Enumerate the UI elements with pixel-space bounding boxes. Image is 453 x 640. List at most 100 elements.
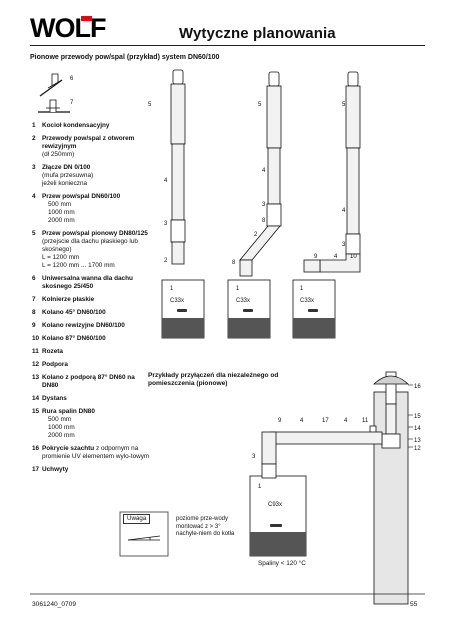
svg-text:2: 2 <box>254 232 258 238</box>
wolf-logo: WOLF <box>30 14 107 42</box>
legend-number: 9 <box>32 322 36 329</box>
svg-text:15: 15 <box>414 414 421 420</box>
legend-text: Przewody pow/spal z otworem rewizyjnym(d… <box>42 135 135 158</box>
legend-number: 13 <box>32 374 40 381</box>
legend-text: Pokrycie szachtu z odpornym na promienie… <box>42 445 150 460</box>
legend-text: Dystans <box>42 395 67 402</box>
roof-sketch-flat <box>38 99 70 113</box>
document-number: 3061240_0709 <box>32 601 77 608</box>
legend-item: 5 Przew pow/spal pionowy DN80/125(przejsc… <box>32 230 150 270</box>
page-title: Wytyczne planowania <box>179 25 336 42</box>
legend-text: Podpora <box>42 361 68 368</box>
legend-number: 17 <box>32 466 40 473</box>
legend-number: 7 <box>32 296 36 303</box>
legend-number: 16 <box>32 445 40 452</box>
legend-text: Kolano 87° DN60/100 <box>42 335 106 342</box>
svg-text:4: 4 <box>342 208 346 214</box>
callout-6: 6 <box>70 76 74 82</box>
legend-number: 12 <box>32 361 40 368</box>
svg-text:9: 9 <box>278 418 282 424</box>
legend-text: Uniwersalna wanna dla dachu skośnego 25/… <box>42 275 133 290</box>
legend-text: Kolano rewizyjne DN60/100 <box>42 322 125 329</box>
svg-text:16: 16 <box>414 384 421 390</box>
legend-item: 9 Kolano rewizyjne DN60/100 <box>32 322 150 330</box>
svg-text:1: 1 <box>300 286 304 292</box>
svg-text:C33x: C33x <box>236 298 250 304</box>
svg-text:4: 4 <box>262 168 266 174</box>
legend-number: 5 <box>32 230 36 237</box>
page-number: 55 <box>410 601 418 608</box>
legend-number: 6 <box>32 275 36 282</box>
legend-number: 10 <box>32 335 40 342</box>
diagram-offset-45 <box>227 71 282 339</box>
legend-text: Złącze DN 0/100(mufa przesuwna)jeżeli ko… <box>42 164 94 187</box>
legend-number: 14 <box>32 395 40 402</box>
diagram-revision-elbow <box>292 71 361 339</box>
legend-number: 8 <box>32 309 36 316</box>
svg-text:4: 4 <box>164 178 168 184</box>
callout-7: 7 <box>70 100 74 106</box>
note-text: poziome prze-wody montować z > 3° nachyl… <box>176 516 235 538</box>
exhaust-temperature: Spaliny < 120 °C <box>258 560 306 567</box>
svg-text:C93x: C93x <box>268 502 282 508</box>
legend-number: 3 <box>32 164 36 171</box>
legend-number: 1 <box>32 122 36 129</box>
svg-text:1: 1 <box>170 286 174 292</box>
svg-text:12: 12 <box>414 446 421 452</box>
legend-text: Kolano 45° DN60/100 <box>42 309 106 316</box>
legend-number: 15 <box>32 408 40 415</box>
svg-text:8: 8 <box>262 218 266 224</box>
legend-item: 8 Kolano 45° DN60/100 <box>32 309 150 317</box>
examples-heading: Przykłady przyłączeń dla niezależnego od… <box>148 372 279 387</box>
legend-item: 6 Uniwersalna wanna dla dachu skośnego 25… <box>32 275 150 291</box>
svg-text:2: 2 <box>164 258 168 264</box>
svg-text:3: 3 <box>252 454 256 460</box>
svg-text:4: 4 <box>300 418 304 424</box>
note-label: Uwaga <box>123 514 151 524</box>
svg-text:C33x: C33x <box>300 298 314 304</box>
svg-text:3: 3 <box>342 242 346 248</box>
svg-text:9: 9 <box>314 254 318 260</box>
svg-text:5: 5 <box>342 102 346 108</box>
svg-text:14: 14 <box>414 426 421 432</box>
legend-text: Uchwyty <box>42 466 69 473</box>
legend-text: Rozeta <box>42 348 63 355</box>
section-heading: Pionowe przewody pow/spal (przykład) sys… <box>30 54 220 61</box>
svg-text:WOLF: WOLF <box>30 14 106 42</box>
legend-item: 3 Złącze DN 0/100(mufa przesuwna)jeżeli k… <box>32 164 150 188</box>
svg-text:13: 13 <box>414 438 421 444</box>
legend-item: 1 Kocioł kondensacyjny <box>32 122 150 130</box>
svg-text:4: 4 <box>334 254 338 260</box>
legend-item: 2 Przewody pow/spal z otworem rewizyjnym(… <box>32 135 150 159</box>
svg-text:11: 11 <box>362 418 369 424</box>
legend-number: 11 <box>32 348 39 355</box>
svg-text:4: 4 <box>344 418 348 424</box>
roof-sketch-pitched <box>39 73 63 97</box>
svg-text:17: 17 <box>322 418 329 424</box>
svg-text:10: 10 <box>350 254 357 260</box>
legend-text: Przew pow/spal pionowy DN80/125(przejsci… <box>42 230 148 269</box>
svg-text:5: 5 <box>258 102 262 108</box>
legend-text: Kocioł kondensacyjny <box>42 122 110 129</box>
header-rule <box>30 45 425 46</box>
diagram-shaft <box>249 371 410 605</box>
svg-text:3: 3 <box>164 221 168 227</box>
diagram-straight-vertical <box>161 69 205 339</box>
svg-text:1: 1 <box>258 484 262 490</box>
svg-text:C33x: C33x <box>170 298 184 304</box>
svg-text:5: 5 <box>148 102 152 108</box>
svg-text:8: 8 <box>232 260 236 266</box>
component-legend: 1 Kocioł kondensacyjny 2 Przewody pow/spal … <box>32 122 150 479</box>
legend-number: 2 <box>32 135 36 142</box>
